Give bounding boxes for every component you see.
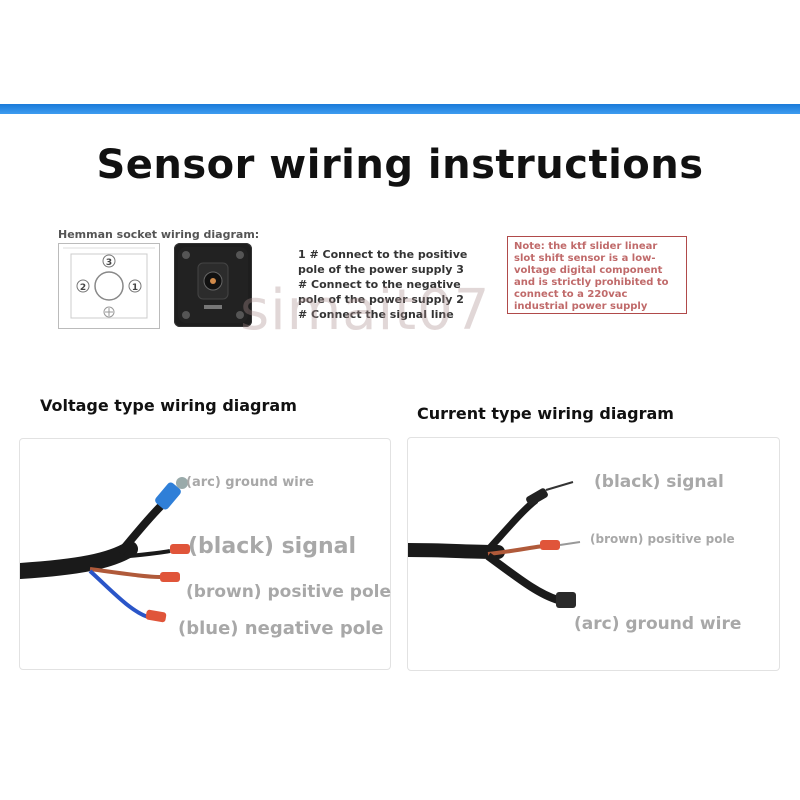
accent-bar <box>0 104 800 114</box>
pin-note-line: pole of the power supply 3 <box>298 263 464 276</box>
pin-1-label: 1 <box>132 283 138 293</box>
socket-pin-diagram: 3 2 1 <box>58 243 160 329</box>
pin-3-label: 3 <box>106 258 112 268</box>
pin-note-line: # Connect to the negative <box>298 278 461 291</box>
voltage-ground-label: (arc) ground wire <box>186 475 314 490</box>
voltage-cable-illustration <box>20 477 190 623</box>
current-positive-label: (brown) positive pole <box>590 532 735 546</box>
voltage-signal-label: (black) signal <box>188 534 357 559</box>
pin-note-line: pole of the power supply 2 <box>298 293 464 306</box>
voltage-wiring-panel: (arc) ground wire (black) signal (brown)… <box>19 438 391 670</box>
watermark: simait07 <box>240 278 491 343</box>
socket-diagram-label: Hemman socket wiring diagram: <box>58 228 260 241</box>
voltage-section-title: Voltage type wiring diagram <box>40 396 297 415</box>
voltage-positive-label: (brown) positive pole <box>186 582 391 602</box>
current-cable-illustration <box>408 481 581 608</box>
voltage-negative-label: (blue) negative pole <box>178 618 384 639</box>
pin-note-line: # Connect the signal line <box>298 308 454 321</box>
pin-2-label: 2 <box>80 283 86 293</box>
current-section-title: Current type wiring diagram <box>417 404 674 423</box>
pin-connection-notes: 1 # Connect to the positive pole of the … <box>298 247 468 322</box>
current-wiring-panel: (black) signal (brown) positive pole (ar… <box>407 437 780 671</box>
page-title: Sensor wiring instructions <box>96 142 704 188</box>
connector-photo <box>174 243 252 327</box>
current-ground-label: (arc) ground wire <box>574 614 742 634</box>
current-signal-label: (black) signal <box>594 472 724 492</box>
warning-note: Note: the ktf slider linear slot shift s… <box>507 236 687 314</box>
pin-note-line: 1 # Connect to the positive <box>298 248 468 261</box>
